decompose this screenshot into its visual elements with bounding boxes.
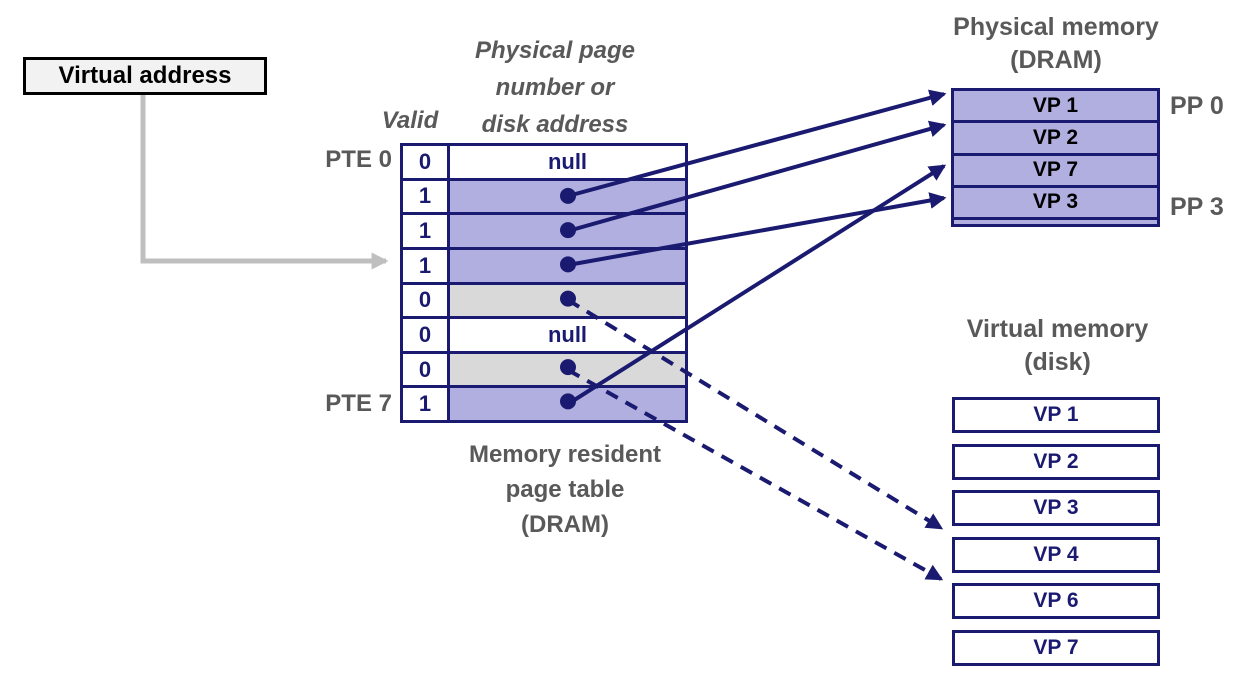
pte-value-cell: null xyxy=(450,319,685,351)
pte-row-3: 1 xyxy=(403,249,685,285)
disk-page-box-2: VP 3 xyxy=(952,490,1160,527)
pte-value-cell xyxy=(450,180,685,213)
title-line: (disk) xyxy=(1024,348,1091,376)
pte-valid-cell: 1 xyxy=(403,249,450,282)
header-line: Physical page xyxy=(474,37,636,64)
pte-row-4: 0 xyxy=(403,284,685,320)
pte-value-cell xyxy=(450,388,685,420)
header-line: number or xyxy=(495,74,615,101)
disk-page-box-5: VP 7 xyxy=(952,630,1160,666)
pte-value-cell xyxy=(450,353,685,386)
virtual-memory-title: Virtual memory (disk) xyxy=(940,313,1175,379)
pte-value-cell xyxy=(450,215,685,247)
pte-valid-cell: 1 xyxy=(403,180,450,213)
pte0-label: PTE 0 xyxy=(325,146,392,173)
pte-valid-cell: 0 xyxy=(403,284,450,317)
pte-row-7: 1 xyxy=(403,388,685,420)
header-line: disk address xyxy=(481,111,629,138)
caption-line: Memory resident xyxy=(468,441,662,468)
title-line: Virtual memory xyxy=(966,315,1149,343)
pte-row-6: 0 xyxy=(403,353,685,389)
pte-value-cell xyxy=(450,249,685,282)
disk-page-box-1: VP 2 xyxy=(952,443,1160,480)
title-line: Physical memory xyxy=(953,13,1159,41)
pte-value-cell xyxy=(450,284,685,317)
virtual-address-pointer xyxy=(140,95,389,270)
physical-page-row-0: VP 1 xyxy=(954,91,1157,124)
page-table-caption: Memory resident page table (DRAM) xyxy=(420,437,710,542)
pte-valid-cell: 0 xyxy=(403,319,450,351)
pp3-label: PP 3 xyxy=(1170,193,1224,221)
disk-page-box-3: VP 4 xyxy=(952,536,1160,573)
caption-line: (DRAM) xyxy=(521,511,609,538)
pte-valid-cell: 1 xyxy=(403,215,450,247)
pte-row-1: 1 xyxy=(403,180,685,216)
value-column-header: Physical page number or disk address xyxy=(425,32,685,143)
pte-valid-cell: 0 xyxy=(403,146,450,178)
physical-page-row-2: VP 7 xyxy=(954,156,1157,188)
pp0-label: PP 0 xyxy=(1170,92,1224,120)
pte-valid-cell: 0 xyxy=(403,353,450,386)
pte-value-cell: null xyxy=(450,146,685,178)
pte-row-2: 1 xyxy=(403,215,685,250)
physical-page-row-1: VP 2 xyxy=(954,123,1157,156)
pte-valid-cell: 1 xyxy=(403,388,450,420)
physical-memory-title: Physical memory (DRAM) xyxy=(935,11,1177,77)
pte7-label: PTE 7 xyxy=(325,390,392,417)
virtual-address-label: Virtual address xyxy=(58,62,232,89)
physical-page-row-3: VP 3 xyxy=(954,188,1157,220)
disk-page-box-0: VP 1 xyxy=(952,397,1160,433)
caption-line: page table xyxy=(505,476,625,503)
disk-page-box-4: VP 6 xyxy=(952,583,1160,620)
virtual-address-box: Virtual address xyxy=(23,57,267,95)
title-line: (DRAM) xyxy=(1010,46,1102,74)
valid-column-header: Valid xyxy=(381,107,439,134)
